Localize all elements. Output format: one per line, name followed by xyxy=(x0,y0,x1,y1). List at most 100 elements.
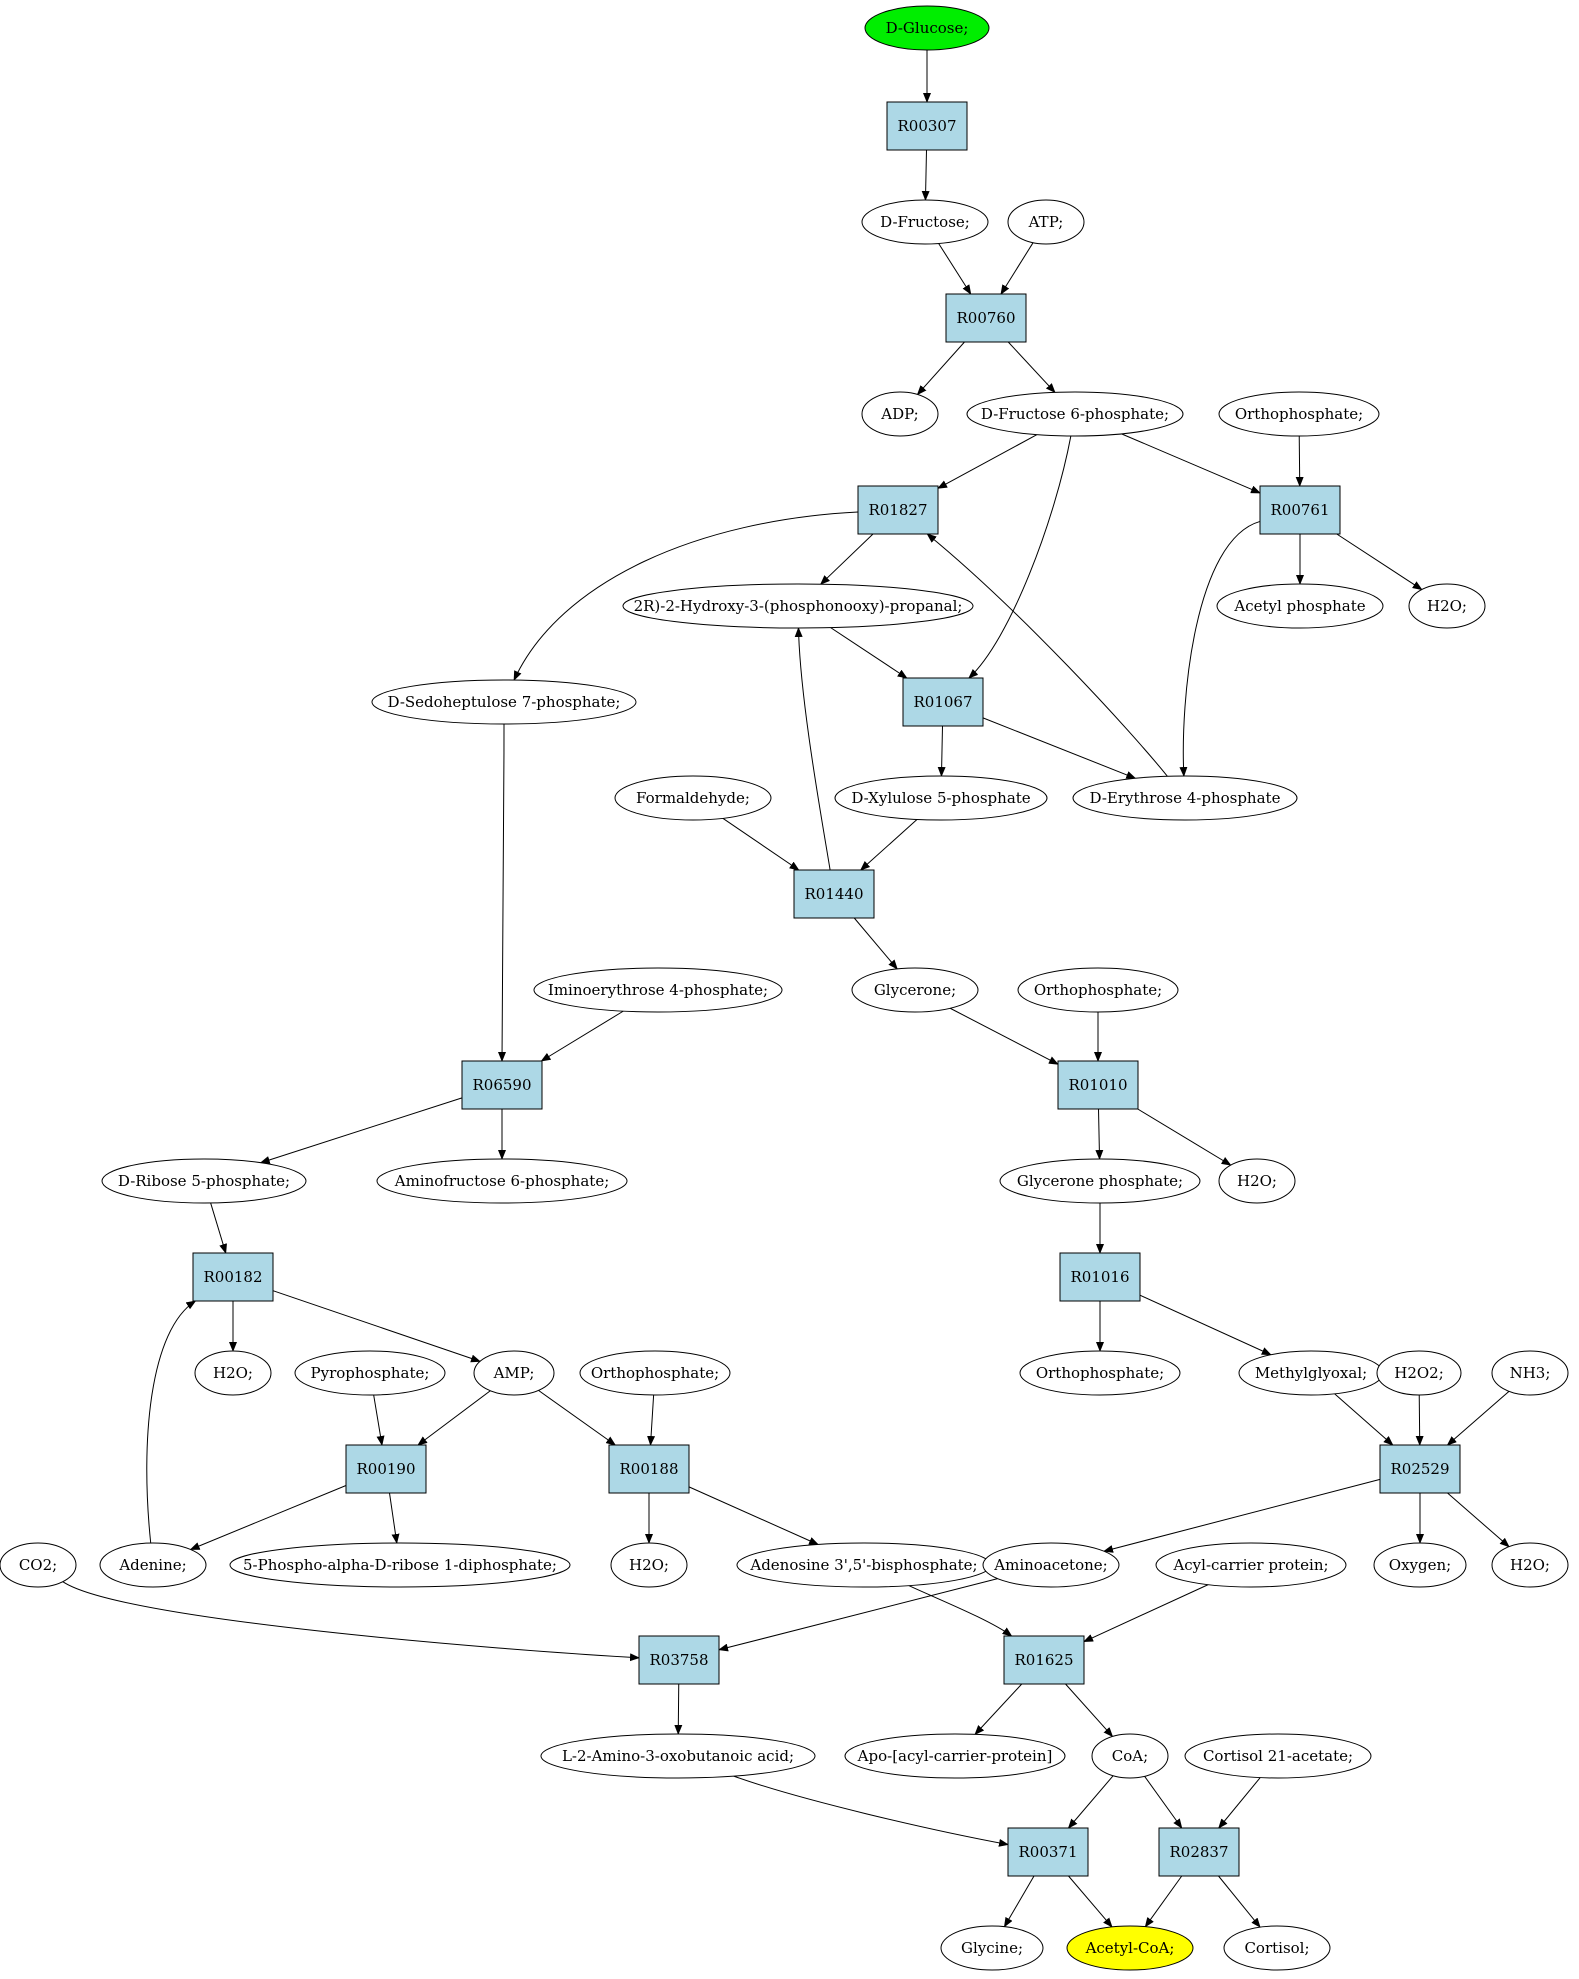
reaction-node-R00761[interactable]: R00761 xyxy=(1259,485,1341,535)
metabolite-node-cortisolac[interactable]: Cortisol 21-acetate; xyxy=(1184,1733,1372,1779)
edge-R00760-to-f6p xyxy=(1007,341,1056,394)
metabolite-ellipse xyxy=(1218,391,1380,437)
metabolite-label: Oxygen; xyxy=(1389,1556,1451,1574)
metabolite-node-prpp[interactable]: 5-Phospho-alpha-D-ribose 1-diphosphate; xyxy=(229,1542,571,1588)
metabolite-node-e4p[interactable]: D-Erythrose 4-phosphate xyxy=(1072,775,1298,821)
metabolite-node-gp[interactable]: Glycerone phosphate; xyxy=(999,1158,1201,1204)
metabolite-node-s7p[interactable]: D-Sedoheptulose 7-phosphate; xyxy=(371,679,637,725)
metabolite-node-dglucose[interactable]: D-Glucose; xyxy=(864,5,990,51)
metabolite-node-ortho2[interactable]: Orthophosphate; xyxy=(1017,967,1179,1013)
edge-r5p-to-R00182 xyxy=(210,1202,227,1254)
edge-formald-to-R01440 xyxy=(722,817,800,871)
metabolite-node-acetylp[interactable]: Acetyl phosphate xyxy=(1216,583,1384,629)
edge-pap-to-R01625 xyxy=(908,1585,1013,1637)
metabolite-node-f6p[interactable]: D-Fructose 6-phosphate; xyxy=(966,391,1184,437)
metabolite-node-x5p[interactable]: D-Xylulose 5-phosphate xyxy=(834,775,1048,821)
metabolite-node-apoacp[interactable]: Apo-[acyl-carrier-protein] xyxy=(844,1733,1066,1779)
metabolite-node-imino[interactable]: Iminoerythrose 4-phosphate; xyxy=(533,967,783,1013)
edge-R00761-to-e4p xyxy=(1179,520,1261,777)
reaction-label: R01625 xyxy=(1014,1651,1073,1669)
metabolite-node-dfructose[interactable]: D-Fructose; xyxy=(861,199,989,245)
metabolite-label: D-Sedoheptulose 7-phosphate; xyxy=(388,693,621,711)
metabolite-node-atp[interactable]: ATP; xyxy=(1007,199,1085,245)
metabolite-label: D-Fructose 6-phosphate; xyxy=(981,405,1169,423)
metabolite-node-oxygen[interactable]: Oxygen; xyxy=(1373,1542,1467,1588)
reaction-node-R01440[interactable]: R01440 xyxy=(793,869,875,919)
reaction-node-R01067[interactable]: R01067 xyxy=(902,677,984,727)
metabolite-ellipse xyxy=(1491,1542,1569,1588)
reaction-node-R03758[interactable]: R03758 xyxy=(638,1635,720,1685)
metabolite-node-g3p[interactable]: 2R)-2-Hydroxy-3-(phosphonooxy)-propanal; xyxy=(622,583,974,629)
metabolite-ellipse xyxy=(851,967,979,1013)
reaction-node-R01010[interactable]: R01010 xyxy=(1057,1060,1139,1110)
metabolite-node-aminoacetone[interactable]: Aminoacetone; xyxy=(982,1542,1120,1588)
reaction-node-R00182[interactable]: R00182 xyxy=(192,1252,274,1302)
metabolite-node-h2o3[interactable]: H2O; xyxy=(194,1350,272,1396)
metabolite-ellipse xyxy=(1408,583,1486,629)
metabolite-label: Orthophosphate; xyxy=(1034,981,1162,999)
metabolite-node-glycerone[interactable]: Glycerone; xyxy=(851,967,979,1013)
metabolite-node-co2[interactable]: CO2; xyxy=(0,1542,77,1588)
metabolite-label: H2O; xyxy=(213,1364,253,1382)
metabolite-node-aminof6p[interactable]: Aminofructose 6-phosphate; xyxy=(376,1158,628,1204)
reaction-label: R00761 xyxy=(1270,501,1329,519)
metabolite-node-adp[interactable]: ADP; xyxy=(861,391,939,437)
metabolite-node-cortisol[interactable]: Cortisol; xyxy=(1223,1925,1331,1971)
metabolite-node-acp[interactable]: Acyl-carrier protein; xyxy=(1155,1542,1347,1588)
metabolite-ellipse xyxy=(1223,1925,1331,1971)
reaction-node-R01625[interactable]: R01625 xyxy=(1003,1635,1085,1685)
reaction-node-R02529[interactable]: R02529 xyxy=(1379,1444,1461,1494)
metabolite-label: Orthophosphate; xyxy=(1235,405,1363,423)
metabolite-node-acetylcoa[interactable]: Acetyl-CoA; xyxy=(1066,1925,1194,1971)
edge-h2o2b-to-R02529 xyxy=(1415,1394,1424,1446)
edge-imino-to-R06590 xyxy=(540,1010,624,1062)
edge-R00760-to-adp xyxy=(916,341,965,396)
metabolite-node-h2o2b[interactable]: H2O2; xyxy=(1376,1350,1462,1396)
reaction-node-R02837[interactable]: R02837 xyxy=(1158,1827,1240,1877)
edge-coa-to-R02837 xyxy=(1144,1776,1183,1829)
edge-R02529-to-h2o5 xyxy=(1447,1492,1510,1548)
metabolite-node-ortho1[interactable]: Orthophosphate; xyxy=(1218,391,1380,437)
metabolite-node-h2o5[interactable]: H2O; xyxy=(1491,1542,1569,1588)
metabolite-node-glycine[interactable]: Glycine; xyxy=(940,1925,1044,1971)
metabolite-node-mgo[interactable]: Methylglyoxal; xyxy=(1238,1350,1384,1396)
reaction-node-R00190[interactable]: R00190 xyxy=(345,1444,427,1494)
metabolite-label: Acetyl-CoA; xyxy=(1085,1939,1175,1957)
metabolite-node-h2o1[interactable]: H2O; xyxy=(1408,583,1486,629)
reaction-node-R01827[interactable]: R01827 xyxy=(857,485,939,535)
metabolite-label: D-Glucose; xyxy=(886,19,969,37)
reaction-node-R01016[interactable]: R01016 xyxy=(1059,1252,1141,1302)
edge-R02529-to-aminoacetone xyxy=(1103,1478,1381,1553)
edge-acp-to-R01625 xyxy=(1083,1584,1209,1643)
metabolite-label: H2O; xyxy=(1237,1172,1277,1190)
edge-coa-to-R00371 xyxy=(1067,1775,1114,1829)
metabolite-ellipse xyxy=(194,1350,272,1396)
edge-atp-to-R00760 xyxy=(1000,242,1034,295)
metabolite-node-l2a3o[interactable]: L-2-Amino-3-oxobutanoic acid; xyxy=(540,1733,816,1779)
nodes-layer: D-Glucose; D-Fructose; ATP; ADP; D-Fructose … xyxy=(0,5,1569,1971)
metabolite-node-pap[interactable]: Adenosine 3',5'-bisphosphate; xyxy=(736,1542,992,1588)
metabolite-node-ortho3[interactable]: Orthophosphate; xyxy=(579,1350,731,1396)
metabolite-node-coa[interactable]: CoA; xyxy=(1091,1733,1169,1779)
metabolite-node-pyro[interactable]: Pyrophosphate; xyxy=(294,1350,446,1396)
reaction-label: R01010 xyxy=(1068,1076,1127,1094)
reaction-label: R01440 xyxy=(804,885,863,903)
metabolite-node-adenine[interactable]: Adenine; xyxy=(99,1542,207,1588)
metabolite-node-nh3[interactable]: NH3; xyxy=(1491,1350,1569,1396)
reaction-node-R00188[interactable]: R00188 xyxy=(608,1444,690,1494)
reaction-node-R00371[interactable]: R00371 xyxy=(1007,1827,1089,1877)
reaction-node-R06590[interactable]: R06590 xyxy=(461,1060,543,1110)
edge-f6p-to-R01067 xyxy=(968,435,1072,679)
metabolite-node-formald[interactable]: Formaldehyde; xyxy=(614,775,772,821)
metabolite-node-r5p[interactable]: D-Ribose 5-phosphate; xyxy=(101,1158,307,1204)
reaction-node-R00307[interactable]: R00307 xyxy=(886,101,968,151)
metabolite-label: D-Ribose 5-phosphate; xyxy=(118,1172,290,1190)
metabolite-node-amp[interactable]: AMP; xyxy=(473,1350,555,1396)
metabolite-node-h2o4[interactable]: H2O; xyxy=(610,1542,688,1588)
edge-R01827-to-s7p xyxy=(513,511,859,681)
reaction-node-R00760[interactable]: R00760 xyxy=(945,293,1027,343)
metabolite-node-h2o2[interactable]: H2O; xyxy=(1218,1158,1296,1204)
metabolite-node-ortho4[interactable]: Orthophosphate; xyxy=(1019,1350,1181,1396)
edge-R00371-to-glycine xyxy=(1003,1875,1035,1928)
